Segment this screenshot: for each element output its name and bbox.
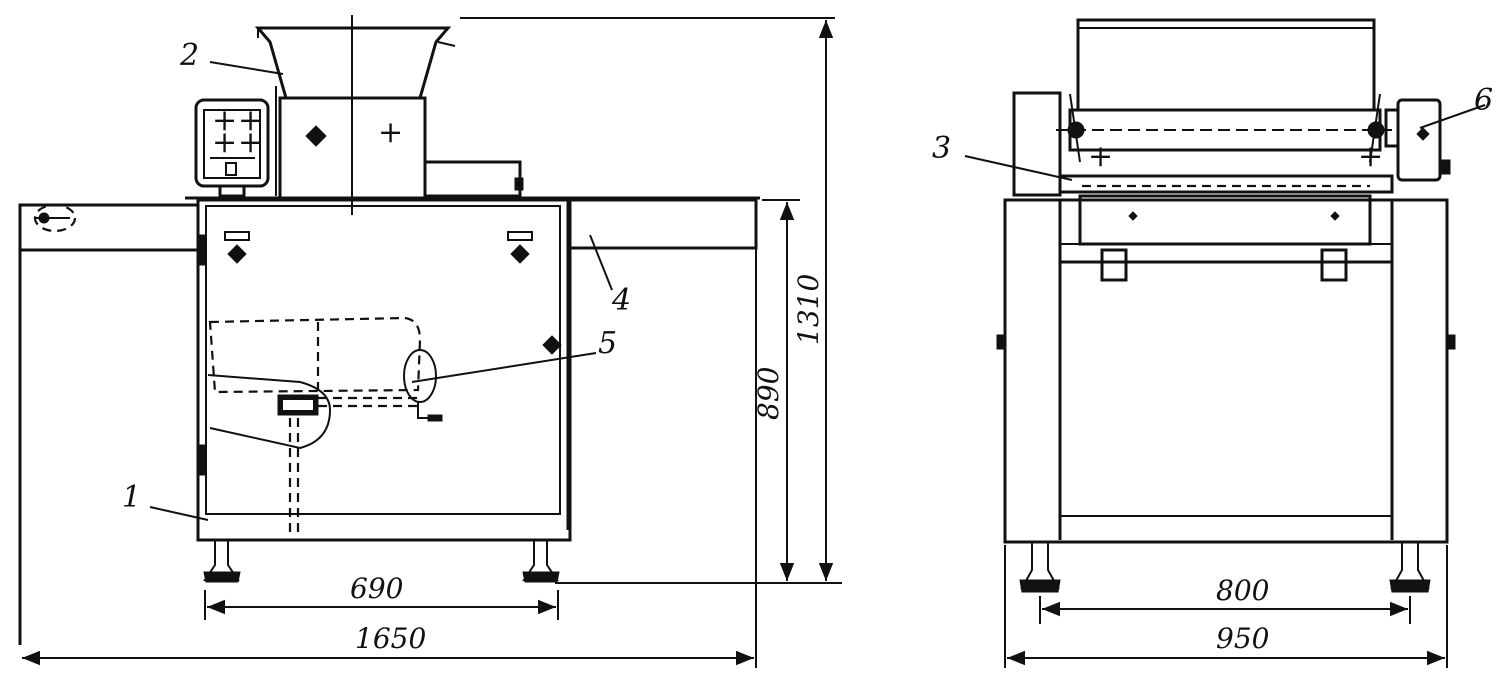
dim-front-overall-width: 950 xyxy=(1216,622,1269,655)
front-hopper: + + xyxy=(1056,18,1394,174)
svg-text:+: + xyxy=(238,125,263,160)
cutting-mechanism xyxy=(1058,174,1394,282)
side-dimensions xyxy=(22,20,834,666)
svg-text:+: + xyxy=(212,125,237,160)
callout-4: 4 xyxy=(611,283,631,318)
callout-3: 3 xyxy=(932,131,951,166)
right-conveyor xyxy=(566,198,758,668)
hopper: + xyxy=(254,15,524,215)
control-panel: + + + + xyxy=(194,98,270,198)
left-conveyor xyxy=(18,203,200,645)
svg-text:+: + xyxy=(378,115,403,150)
front-base xyxy=(996,198,1456,593)
front-dimensions xyxy=(1004,545,1448,668)
svg-text:+: + xyxy=(1088,139,1113,174)
svg-text:+: + xyxy=(238,103,263,138)
svg-text:+: + xyxy=(212,103,237,138)
callout-5: 5 xyxy=(598,326,617,361)
dim-side-overall-length: 1650 xyxy=(355,622,426,655)
callout-2: 2 xyxy=(179,38,199,73)
main-cabinet xyxy=(196,198,572,583)
dim-front-leg-spacing: 800 xyxy=(1216,574,1269,607)
callout-6: 6 xyxy=(1474,83,1493,118)
dim-side-leg-spacing: 690 xyxy=(350,572,403,605)
side-view: + + + + + xyxy=(18,15,842,668)
svg-text:+: + xyxy=(1358,139,1383,174)
callout-1: 1 xyxy=(122,480,141,515)
dim-side-overall-height: 1310 xyxy=(792,274,825,345)
front-view: + + xyxy=(964,18,1486,593)
dim-side-table-height: 890 xyxy=(752,367,785,420)
